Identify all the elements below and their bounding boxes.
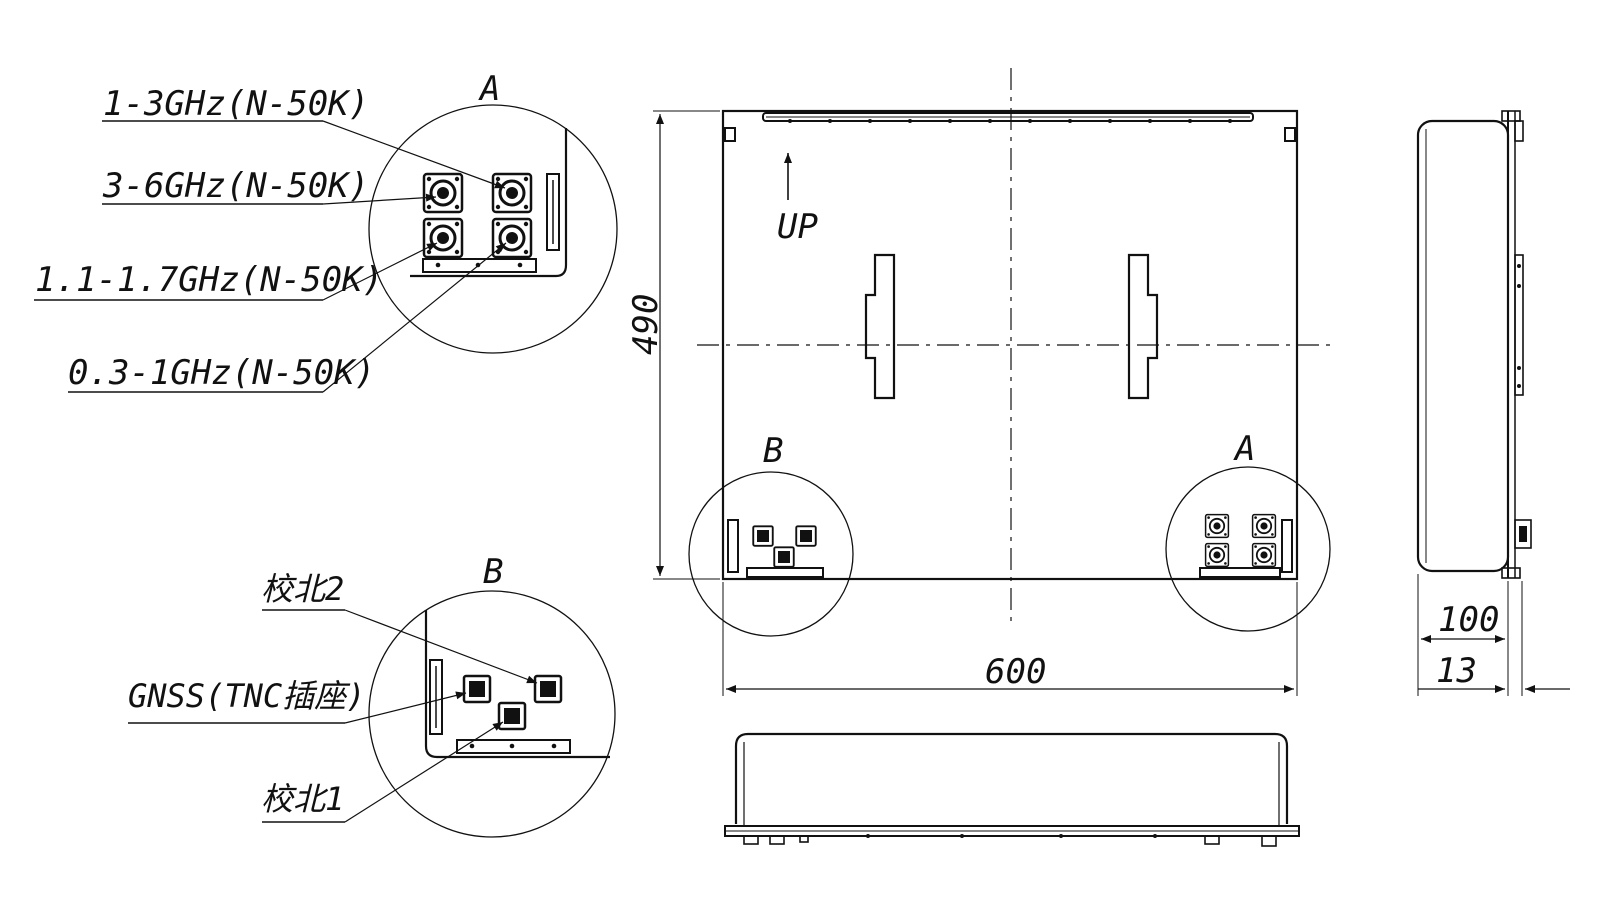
- connector-calib-1-icon: [497, 701, 527, 731]
- callout-1-1-1-7ghz: 1.1-1.7GHz(N-50K): [35, 260, 383, 300]
- side-view: 100 13: [1416, 110, 1570, 696]
- callout-1-3ghz: 1-3GHz(N-50K): [103, 84, 369, 124]
- dim-depth: 100: [1438, 600, 1499, 640]
- connector-1-1-1-7ghz-icon: [422, 217, 464, 259]
- callout-gnss: GNSS(TNC插座): [128, 677, 365, 715]
- front-conn-1-3ghz-icon: [1251, 513, 1277, 539]
- front-gnss-icon: [752, 525, 774, 547]
- dim-width: 600: [985, 652, 1046, 692]
- detail-a: A 1-3GHz(N-50K) 3-6GHz(N-50K) 1.1-1.7GHz…: [34, 69, 618, 393]
- connector-3-6ghz-icon: [422, 172, 464, 214]
- front-view: UP B A 490 600: [626, 68, 1331, 696]
- up-label: UP: [777, 207, 818, 247]
- mount-bracket-left: [864, 253, 896, 400]
- front-detail-b-letter: B: [763, 431, 783, 471]
- callout-calib-2: 校北2: [261, 570, 344, 608]
- connector-gnss-icon: [462, 674, 492, 704]
- bottom-body-outline: [734, 732, 1289, 824]
- callout-0-3-1ghz: 0.3-1GHz(N-50K): [68, 353, 375, 393]
- callout-calib-1: 校北1: [261, 780, 344, 818]
- detail-a-circle: [368, 104, 618, 354]
- front-calib-1-icon: [773, 546, 795, 568]
- detail-b-circle: [368, 590, 616, 838]
- front-conn-1-1-1-7ghz-icon: [1204, 542, 1230, 568]
- connector-1-3ghz-icon: [491, 172, 533, 214]
- detail-a-letter: A: [478, 69, 500, 109]
- front-conn-3-6ghz-icon: [1204, 513, 1230, 539]
- dim-height: 490: [626, 294, 666, 355]
- bottom-view: [724, 732, 1300, 847]
- connector-calib-2-icon: [533, 674, 563, 704]
- front-detail-a-letter: A: [1233, 429, 1255, 469]
- connector-0-3-1ghz-icon: [491, 217, 533, 259]
- front-detail-b-circle: [688, 471, 854, 637]
- mount-bracket-right: [1127, 253, 1159, 400]
- front-detail-a-circle: [1165, 466, 1331, 632]
- side-body-outline: [1416, 119, 1510, 573]
- front-conn-0-3-1ghz-icon: [1251, 542, 1277, 568]
- callout-3-6ghz: 3-6GHz(N-50K): [102, 166, 369, 206]
- detail-b: B 校北2 GNSS(TNC插座) 校北1: [128, 552, 616, 838]
- dim-bracket: 13: [1436, 651, 1477, 691]
- front-calib-2-icon: [795, 525, 817, 547]
- detail-b-letter: B: [483, 552, 503, 592]
